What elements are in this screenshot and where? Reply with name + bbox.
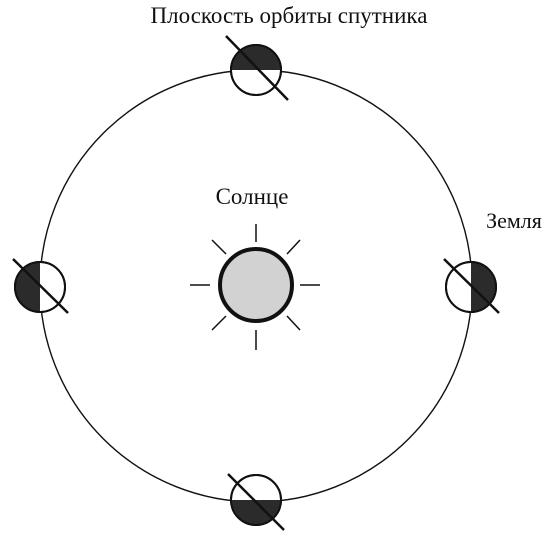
- sun: [190, 224, 320, 350]
- earth-right: [443, 258, 500, 314]
- earth-top: [225, 35, 289, 101]
- orbit-plane-label: Плоскость орбиты спутника: [151, 3, 428, 28]
- earth-bottom: [227, 473, 285, 531]
- sun-disk: [218, 247, 294, 323]
- satellite-orbit-plane-left: [12, 258, 69, 314]
- earth-left: [12, 258, 69, 314]
- sun-rays: [190, 224, 320, 350]
- satellite-orbit-plane-right: [443, 258, 500, 314]
- satellite-orbit-plane-bottom: [227, 473, 285, 531]
- sun-label: Солнце: [216, 184, 289, 209]
- satellite-orbit-plane-top: [225, 35, 289, 101]
- earth-label: Земля: [486, 208, 542, 233]
